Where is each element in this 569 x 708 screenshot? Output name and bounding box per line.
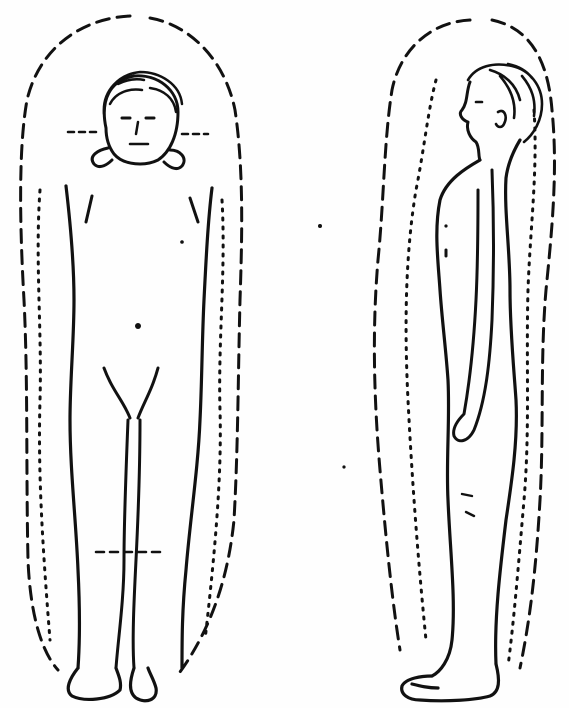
front-body-right (182, 188, 212, 668)
side-arm (454, 170, 494, 441)
front-view-figure (21, 16, 242, 701)
front-neck (92, 148, 184, 169)
side-inner-aura-left (406, 80, 436, 640)
side-feet (402, 664, 499, 701)
front-inner-aura-right (205, 200, 223, 640)
stray-dot-1 (318, 224, 322, 228)
stray-dot-2 (342, 465, 345, 468)
front-arm-inner-left (86, 196, 92, 222)
front-groin (104, 368, 158, 418)
front-arm-inner-right (190, 198, 198, 222)
front-inner-legs (116, 420, 140, 668)
front-feet (68, 668, 156, 701)
side-ear (496, 111, 506, 127)
side-dot-1 (444, 224, 447, 227)
side-front (432, 160, 480, 676)
front-outer-aura (21, 16, 242, 672)
side-view-figure (318, 20, 554, 701)
side-head (460, 82, 480, 160)
front-nose-mouth (130, 122, 148, 144)
front-hair (104, 72, 182, 114)
front-body-left (66, 186, 80, 668)
front-navel (135, 323, 141, 329)
front-inner-aura-left (38, 190, 50, 640)
side-inner-aura-right (508, 110, 535, 666)
side-knee-marks (462, 494, 474, 516)
front-chest-dot (180, 240, 184, 244)
